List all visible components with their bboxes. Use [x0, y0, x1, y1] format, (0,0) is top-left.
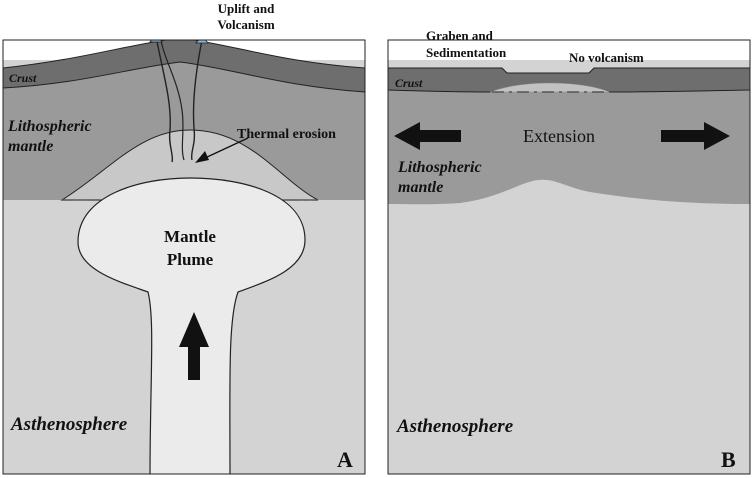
crust-layer-a: [3, 40, 365, 93]
lithospheric-mantle-label-b-line1: Lithospheric: [397, 159, 482, 176]
thermal-erosion-zone: [60, 129, 319, 201]
asthenosphere-label-b: Asthenosphere: [396, 416, 514, 437]
plume-rise-arrow-icon: [179, 312, 209, 380]
lithospheric-mantle-b: [388, 88, 750, 205]
extension-arrow-right-icon: [661, 122, 730, 150]
panel-b-letter: B: [721, 447, 736, 472]
thermal-erosion-pointer: [204, 137, 249, 159]
uplift-volcanism-label-line1: Uplift and: [218, 1, 275, 16]
no-volcanism-label: No volcanism: [569, 50, 644, 65]
lithospheric-mantle-label-a-line1: Lithospheric: [7, 118, 92, 135]
graben-sedimentation-label-line2: Sedimentation: [426, 45, 507, 60]
eruption-plume-right: [199, 24, 206, 35]
magma-conduit-right: [190, 40, 203, 161]
volcano-right-icon: [195, 40, 209, 44]
mantle-plume-label-line2: Plume: [167, 250, 214, 269]
thermal-erosion-arrowhead-icon: [195, 151, 209, 163]
crust-label-b: Crust: [395, 76, 423, 90]
graben-sediment: [489, 82, 611, 93]
magma-conduit-center: [160, 40, 185, 161]
eruption-plume-left: [152, 22, 159, 33]
panel-b-frame: [387, 39, 751, 475]
panel-a: Uplift and Volcanism Crust Lithospheric …: [2, 1, 366, 475]
panel-b: Graben and Sedimentation No volcanism Cr…: [387, 28, 751, 475]
extension-arrow-left-icon: [394, 122, 461, 150]
lithospheric-mantle-label-b-line2: mantle: [398, 179, 443, 196]
magma-conduit-left: [156, 40, 174, 163]
uplift-volcanism-label-line2: Volcanism: [217, 17, 274, 32]
thermal-erosion-label: Thermal erosion: [237, 127, 336, 142]
asthenosphere-label-a: Asthenosphere: [10, 414, 128, 435]
graben-sedimentation-label-line1: Graben and: [426, 28, 494, 43]
lithospheric-mantle-a: [3, 42, 365, 200]
crust-label-a: Crust: [9, 71, 37, 85]
mantle-plume-label-line1: Mantle: [164, 227, 216, 246]
panel-a-frame: [2, 39, 366, 475]
volcano-left-icon: [149, 40, 163, 43]
panel-a-letter: A: [337, 447, 353, 472]
extension-label: Extension: [523, 126, 595, 146]
lithospheric-mantle-label-a-line2: mantle: [8, 138, 53, 155]
